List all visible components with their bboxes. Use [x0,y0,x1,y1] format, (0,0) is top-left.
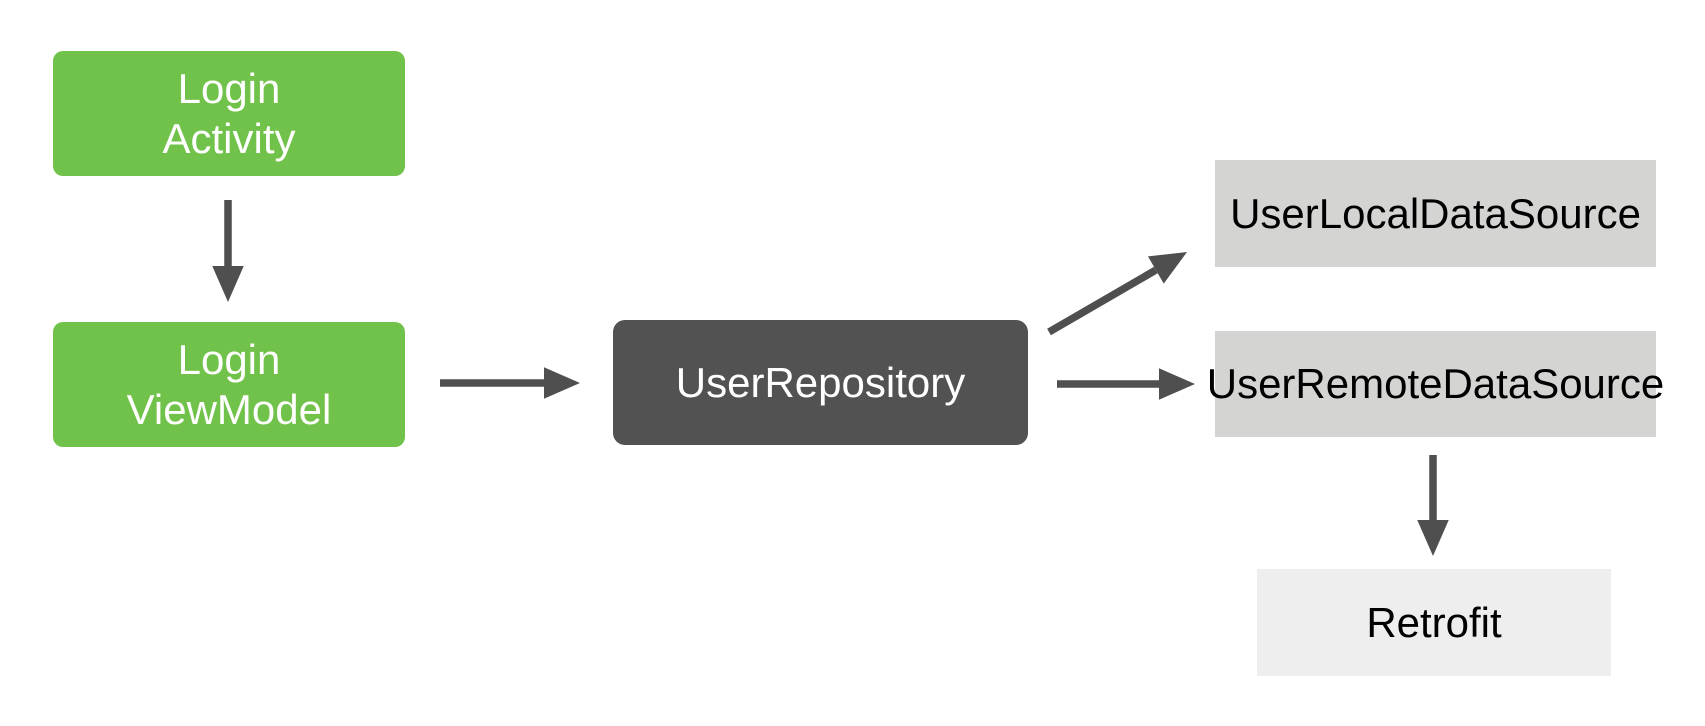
user-remote-data-source-node: UserRemoteDataSource [1207,331,1664,437]
arrow-login-viewmodel-to-user-repository [440,367,580,399]
arrow-user-repository-to-user-local-data-source [1047,252,1187,336]
user-repository-node: UserRepository [613,320,1028,445]
arrow-user-remote-data-source-to-retrofit [1417,455,1449,556]
retrofit-node: Retrofit [1257,569,1611,676]
arrow-login-activity-to-login-viewmodel [212,200,244,302]
login-viewmodel-node: Login ViewModel [53,322,405,447]
user-local-data-source-node: UserLocalDataSource [1215,160,1656,267]
arrow-user-repository-to-user-remote-data-source [1057,368,1195,400]
login-activity-node: Login Activity [53,51,405,176]
